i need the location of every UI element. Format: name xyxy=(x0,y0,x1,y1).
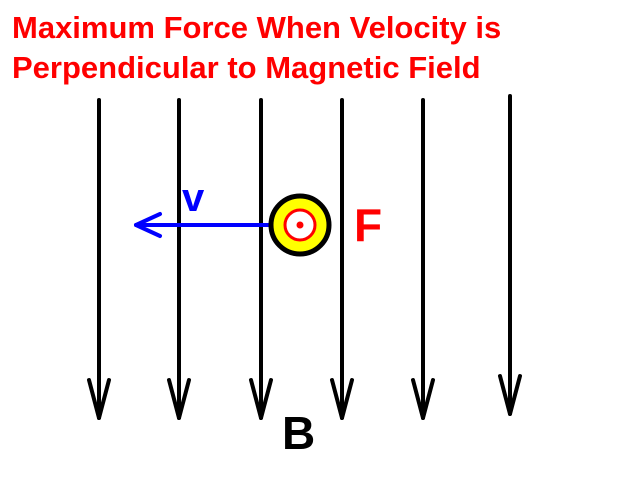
field-line-4 xyxy=(330,98,354,420)
velocity-label: v xyxy=(182,176,205,220)
force-label: F xyxy=(354,199,383,251)
field-line-3 xyxy=(249,98,273,420)
diagram-title: Maximum Force When Velocity is Perpendic… xyxy=(12,8,501,88)
title-line-1: Maximum Force When Velocity is xyxy=(12,10,502,45)
moving-charge xyxy=(268,193,332,257)
field-label: B xyxy=(282,407,316,459)
title-line-2: Perpendicular to Magnetic Field xyxy=(12,50,481,85)
field-line-6 xyxy=(498,94,522,416)
field-line-5 xyxy=(411,98,435,420)
velocity-arrow xyxy=(134,212,274,238)
field-line-2 xyxy=(167,98,191,420)
field-line-1 xyxy=(87,98,111,420)
